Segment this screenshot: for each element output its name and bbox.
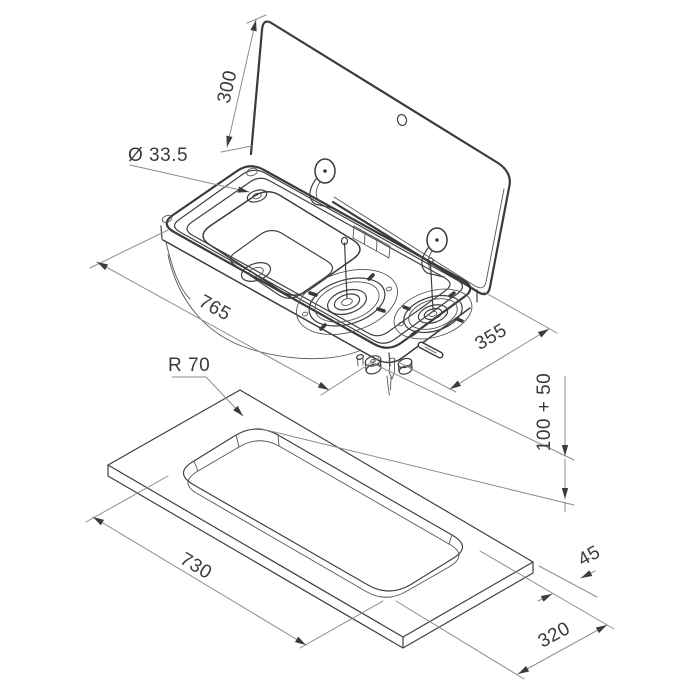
glass-lid-outline (249, 20, 511, 296)
tap-hole (246, 189, 268, 203)
dim-tap-hole-diameter: Ø 33.5 (128, 145, 250, 193)
dim-cutout-edge-offset: 45 (479, 542, 615, 630)
slide-lever (417, 341, 444, 359)
unit-well-edge (186, 177, 451, 337)
countertop-cutout-inner-wall (187, 440, 460, 598)
cutout-wall-ticks (193, 434, 453, 545)
dim-cutout-width: 320 (395, 600, 608, 680)
countertop-panel (107, 389, 534, 649)
unit-rim-outer (165, 165, 472, 349)
glass-lid (249, 20, 511, 296)
control-knobs (356, 341, 444, 396)
burner-small (393, 257, 473, 340)
sink-opening (202, 191, 361, 296)
dim-label-unit-length: 765 (195, 291, 234, 325)
dim-label-edge-offset: 45 (575, 542, 605, 571)
dim-unit-length: 765 (89, 229, 381, 396)
dimensions: 300 Ø 33.5 765 355 100 + 50 (85, 14, 615, 680)
dim-label-corner-radius: R 70 (168, 355, 210, 376)
dim-label-cutout-width: 320 (535, 618, 574, 652)
dim-install-clearance: 100 + 50 (261, 361, 575, 513)
lid-hinge-1 (309, 158, 336, 209)
countertop-thickness-edges (107, 464, 534, 649)
glass-lid-hole (396, 113, 408, 127)
glass-lid-thickness (333, 188, 505, 289)
burner-large-igniter-pin (343, 242, 348, 299)
dim-label-unit-width: 355 (472, 320, 511, 355)
dim-label-tap-hole: Ø 33.5 (128, 145, 188, 166)
rim-corner-clips (161, 167, 258, 223)
dim-label-install-clearance: 100 + 50 (534, 373, 555, 452)
dim-cutout-length: 730 (85, 475, 384, 649)
pan-support-lugs (402, 291, 464, 337)
gas-valve-box (352, 225, 391, 259)
burner-small-igniter-pin (429, 262, 434, 311)
dim-cutout-corner-radius: R 70 (168, 355, 244, 417)
sink-hob-unit (160, 158, 478, 396)
